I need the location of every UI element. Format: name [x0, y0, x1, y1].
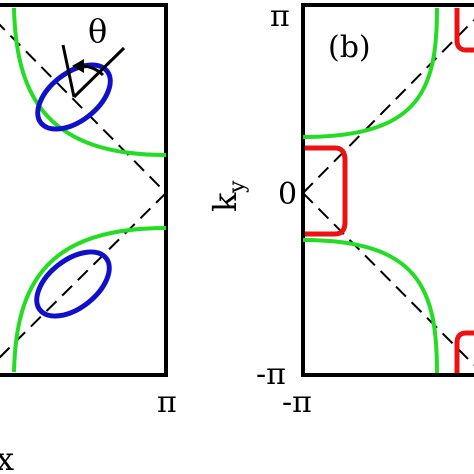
right-dashed-diagonal-upper	[302, 19, 474, 194]
right-y-tick-minus-pi: -π	[256, 357, 286, 392]
right-red-pocket-bottom-corner	[454, 330, 474, 373]
y-axis-subscript: y	[225, 180, 250, 194]
right-x-tick-minus-pi: -π	[282, 385, 312, 420]
right-dashed-diagonal-lower	[302, 192, 474, 366]
right-y-tick-zero: 0	[278, 177, 297, 212]
right-red-pocket-top-corner	[454, 8, 474, 53]
left-panel-frame	[0, 3, 168, 377]
theta-arrowhead	[72, 59, 84, 73]
left-blue-pocket-lower	[34, 249, 112, 319]
right-red-pocket-center	[305, 145, 348, 237]
right-panel-frame	[301, 3, 474, 377]
left-x-tick-pi: π	[157, 385, 177, 420]
left-green-curve-upper	[12, 7, 167, 157]
left-x-axis-fragment: x	[0, 440, 14, 474]
left-panel: θ π x	[0, 3, 177, 474]
left-dashed-diagonal-lower	[0, 192, 167, 359]
right-y-axis-title: k y	[206, 180, 250, 212]
panel-label-b: (b)	[328, 30, 371, 65]
theta-label: θ	[88, 12, 107, 50]
right-panel: (b) π 0 -π -π k y	[206, 0, 474, 420]
y-axis-letter: k	[206, 192, 244, 212]
right-green-curve-upper	[302, 7, 439, 139]
left-green-curve-lower	[12, 226, 167, 373]
theta-angle-indicator: θ	[61, 12, 126, 99]
left-dashed-diagonal-upper	[0, 23, 167, 194]
right-y-tick-pi: π	[270, 0, 290, 34]
left-blue-pocket-upper	[35, 62, 113, 132]
right-green-curve-lower	[302, 238, 439, 374]
